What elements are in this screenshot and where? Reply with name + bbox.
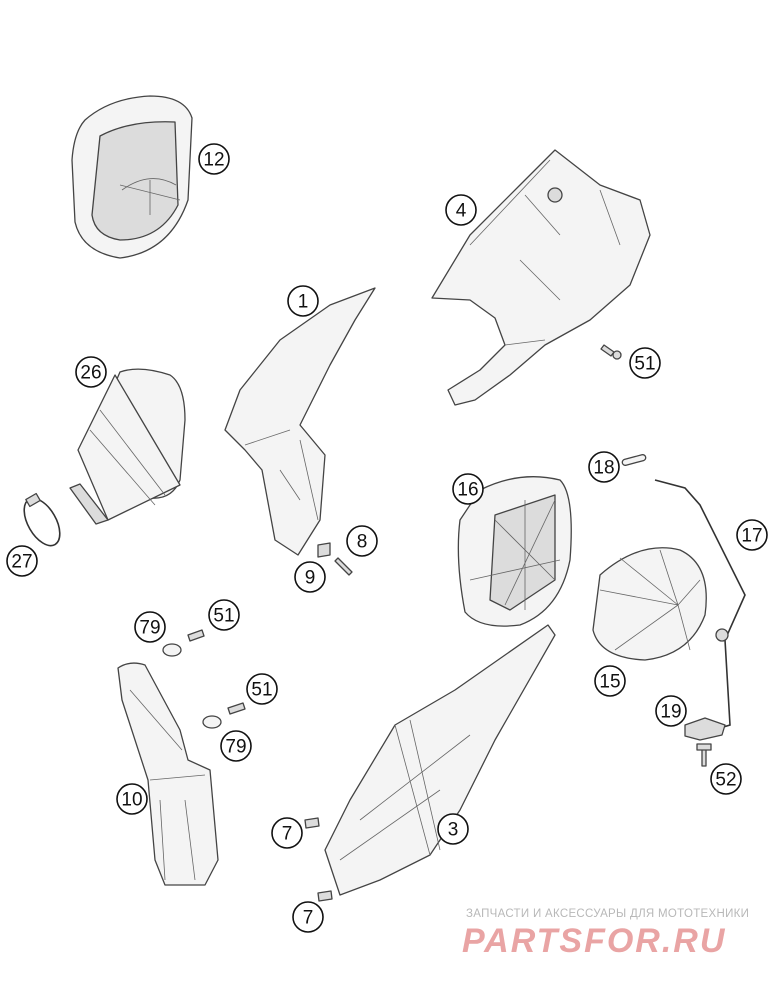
callout-18: 18 bbox=[588, 451, 620, 483]
svg-text:1: 1 bbox=[298, 292, 309, 313]
callout-51-top: 51 bbox=[629, 347, 661, 379]
callout-8: 8 bbox=[346, 525, 378, 557]
svg-text:9: 9 bbox=[305, 568, 316, 589]
callout-12: 12 bbox=[198, 143, 230, 175]
callout-16: 16 bbox=[452, 473, 484, 505]
svg-text:26: 26 bbox=[80, 363, 101, 384]
watermark-logo: PARTSFOR.RU bbox=[462, 922, 727, 960]
svg-text:4: 4 bbox=[456, 201, 467, 222]
part-26-filter-cage bbox=[69, 368, 186, 525]
svg-text:7: 7 bbox=[303, 908, 314, 929]
svg-text:27: 27 bbox=[11, 552, 32, 573]
callout-27: 27 bbox=[6, 545, 38, 577]
callout-52: 52 bbox=[710, 763, 742, 795]
part-4-frame-support bbox=[431, 149, 651, 406]
svg-text:19: 19 bbox=[660, 702, 681, 723]
callout-3: 3 bbox=[437, 813, 469, 845]
svg-text:51: 51 bbox=[213, 606, 234, 627]
callout-19: 19 bbox=[655, 695, 687, 727]
part-9-nut bbox=[317, 542, 331, 558]
callout-4: 4 bbox=[445, 194, 477, 226]
callout-7-lower: 7 bbox=[292, 901, 324, 933]
callout-17: 17 bbox=[736, 519, 768, 551]
svg-text:16: 16 bbox=[457, 480, 478, 501]
part-51-screw-mid bbox=[187, 629, 205, 642]
part-15-air-filter bbox=[592, 547, 707, 661]
part-3-airbox-cover bbox=[324, 624, 556, 896]
part-52-screw bbox=[696, 743, 712, 767]
svg-text:15: 15 bbox=[599, 672, 620, 693]
part-7-screw-lower bbox=[317, 890, 333, 902]
watermark-caption: ЗАПЧАСТИ И АКСЕССУАРЫ ДЛЯ МОТОТЕХНИКИ bbox=[466, 908, 750, 920]
part-12-airbox-seal bbox=[71, 95, 193, 259]
svg-text:79: 79 bbox=[139, 618, 160, 639]
part-8-screw bbox=[334, 557, 353, 576]
part-51-screw-upper bbox=[600, 344, 622, 360]
part-79-washer-lower bbox=[202, 715, 222, 729]
part-1-side-cover bbox=[224, 287, 376, 556]
part-27-hose-clamp bbox=[23, 492, 61, 547]
svg-text:51: 51 bbox=[634, 354, 655, 375]
callout-79-upper: 79 bbox=[134, 611, 166, 643]
svg-text:8: 8 bbox=[357, 532, 368, 553]
callout-15: 15 bbox=[594, 665, 626, 697]
part-51-screw-lower bbox=[227, 702, 246, 715]
svg-text:3: 3 bbox=[448, 820, 459, 841]
callout-79-lower: 79 bbox=[220, 730, 252, 762]
part-18-pin bbox=[621, 454, 647, 466]
svg-text:18: 18 bbox=[593, 458, 614, 479]
svg-text:10: 10 bbox=[121, 790, 142, 811]
part-7-screw-upper bbox=[304, 817, 320, 829]
callout-7-upper: 7 bbox=[271, 817, 303, 849]
svg-text:79: 79 bbox=[225, 737, 246, 758]
svg-text:52: 52 bbox=[715, 770, 736, 791]
callout-9: 9 bbox=[294, 561, 326, 593]
part-19-clip bbox=[684, 717, 726, 741]
part-79-washer-upper bbox=[162, 643, 182, 657]
callout-26: 26 bbox=[75, 356, 107, 388]
part-17-wire-bracket bbox=[654, 479, 746, 729]
callout-51-mid: 51 bbox=[208, 599, 240, 631]
callout-1: 1 bbox=[287, 285, 319, 317]
svg-text:7: 7 bbox=[282, 824, 293, 845]
callout-51-lower: 51 bbox=[246, 673, 278, 705]
svg-text:17: 17 bbox=[741, 526, 762, 547]
part-16-filter-support bbox=[457, 476, 572, 627]
svg-text:51: 51 bbox=[251, 680, 272, 701]
callout-10: 10 bbox=[116, 783, 148, 815]
svg-text:12: 12 bbox=[203, 150, 224, 171]
part-10-intake-duct bbox=[117, 662, 219, 886]
